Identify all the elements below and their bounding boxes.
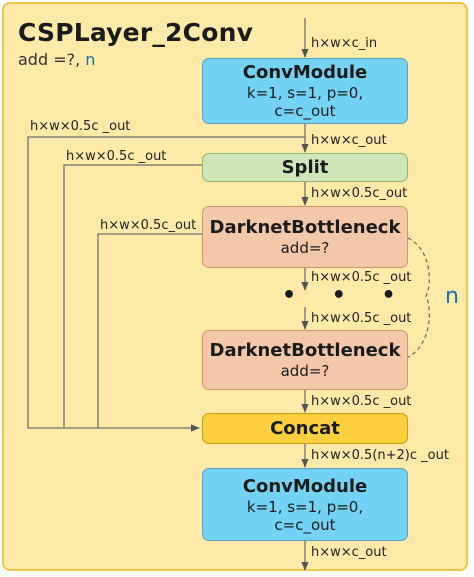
concat-block-title: Concat [270, 417, 340, 439]
label-after-concat: h×w×0.5(n+2)c _out [311, 448, 449, 463]
conv-module-in-channels: c=c_out [274, 102, 336, 120]
conv-module-out: ConvModule k=1, s=1, p=0, c=c_out [202, 468, 408, 541]
branch-line-1 [27, 136, 305, 432]
label-branch-1: h×w×0.5c _out [30, 119, 131, 134]
repeat-ellipsis: • • • [282, 283, 410, 308]
darknet-bottleneck-1-add: add=? [280, 239, 330, 257]
subtitle-accent: n [85, 50, 96, 69]
label-output-shape: h×w×c_out [311, 545, 387, 560]
diagram-title: CSPLayer_2Conv [18, 18, 254, 47]
concat-block: Concat [202, 413, 408, 444]
label-after-split: h×w×0.5c_out [311, 186, 408, 201]
darknet-bottleneck-1: DarknetBottleneck add=? [202, 206, 408, 268]
label-input-shape: h×w×c_in [311, 36, 378, 51]
label-branch-2: h×w×0.5c _out [66, 149, 167, 164]
split-block: Split [202, 153, 408, 182]
conv-module-out-title: ConvModule [242, 475, 368, 497]
conv-module-in-params: k=1, s=1, p=0, [246, 84, 364, 102]
repeat-brace [407, 237, 430, 358]
subtitle-prefix: add =?, [18, 50, 86, 69]
split-block-title: Split [281, 156, 329, 178]
conv-module-out-channels: c=c_out [274, 515, 336, 534]
darknet-bottleneck-n: DarknetBottleneck add=? [202, 330, 408, 390]
conv-module-in: ConvModule k=1, s=1, p=0, c=c_out [202, 58, 408, 124]
darknet-bottleneck-n-add: add=? [280, 362, 330, 380]
conv-module-in-title: ConvModule [242, 62, 368, 83]
darknet-bottleneck-n-title: DarknetBottleneck [209, 340, 401, 361]
repeat-count-label: n [445, 284, 459, 309]
label-after-bottleneck-1: h×w×0.5c _out [311, 270, 412, 285]
darknet-bottleneck-1-title: DarknetBottleneck [209, 217, 401, 238]
label-before-bottleneck-n: h×w×0.5c _out [311, 311, 412, 326]
label-after-bottleneck-n: h×w×0.5c _out [311, 394, 412, 409]
label-branch-3: h×w×0.5c_out [100, 218, 197, 233]
label-after-conv-in: h×w×c_out [311, 133, 387, 148]
diagram-subtitle: add =?, n [18, 50, 95, 69]
conv-module-out-params: k=1, s=1, p=0, [246, 497, 364, 516]
